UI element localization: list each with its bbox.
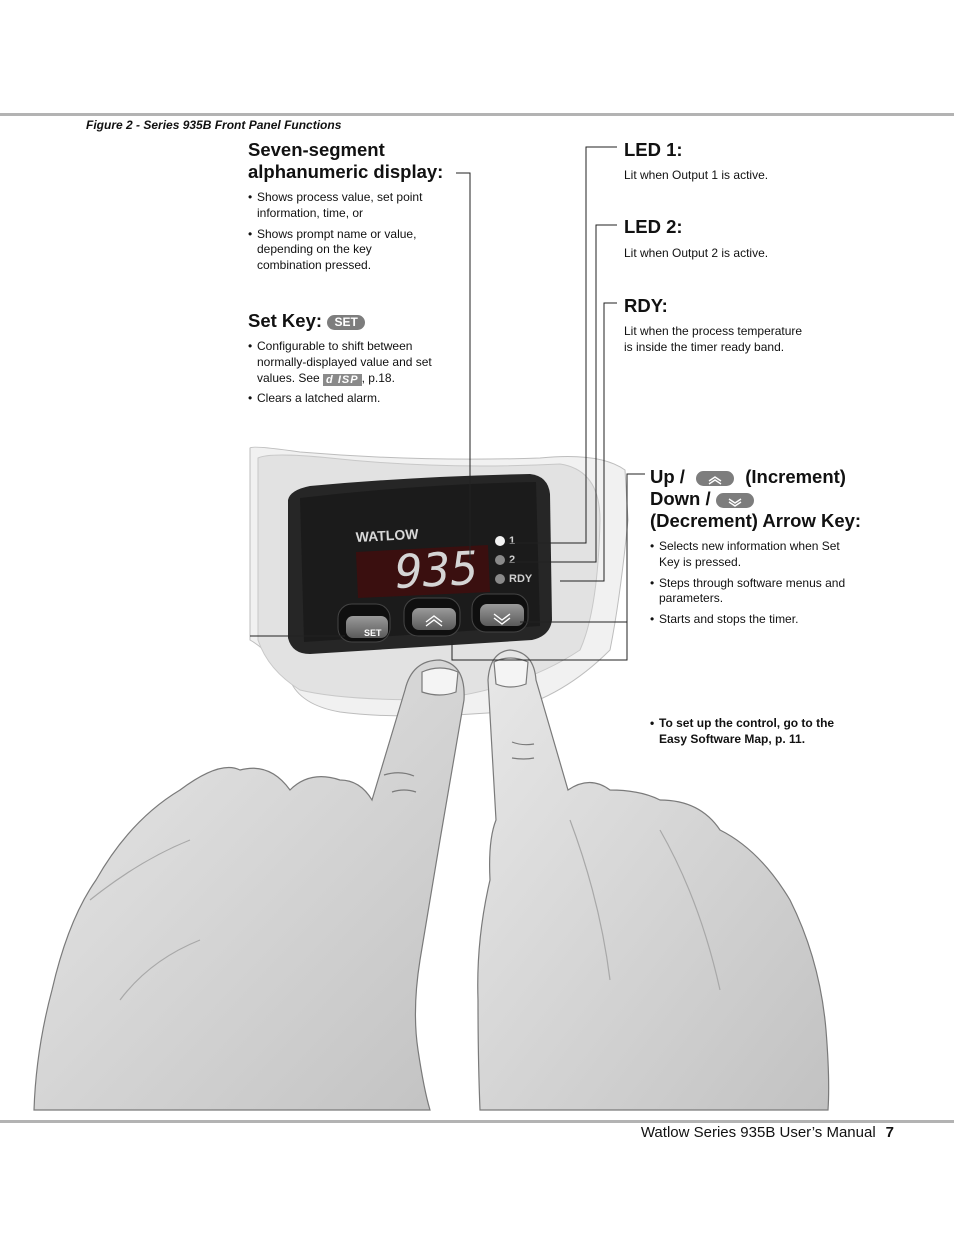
display-readout: 935 [394,541,480,599]
figure-caption: Figure 2 - Series 935B Front Panel Funct… [86,118,342,132]
set-button-label: SET [364,628,382,638]
set-button [346,616,388,638]
seven-segment-heading-line1: Seven-segment [248,139,385,160]
set-key-heading: Set Key: SET [248,310,366,332]
up-heading-text: Up / [650,466,685,487]
led2-label: 2 [509,554,515,566]
led1-heading: LED 1: [624,139,683,160]
leader-rdy [560,302,617,582]
leader-led1 [505,146,617,544]
arrow-keys-heading-line1: Up / (Increment) [650,466,861,488]
leader-seven-segment [456,172,471,560]
rdy-description-line1: Lit when the process temperature [624,324,803,338]
right-hand [477,649,830,1111]
rdy-indicator [495,574,505,584]
setup-note-text: To set up the control, go to the Easy So… [650,716,855,748]
list-item: Clears a latched alarm. [248,391,440,407]
list-item: Shows process value, set point informati… [248,190,428,222]
disp-prompt-icon: d ISP [323,373,362,386]
leader-led2 [505,224,617,563]
page-number: 7 [885,1124,894,1141]
list-item: Selects new information when Set Key is … [650,539,860,571]
increment-heading-text: (Increment) [745,466,846,487]
arrow-keys-bullets: Selects new information when Set Key is … [650,539,860,633]
arrow-keys-heading-line3: (Decrement) Arrow Key: [650,510,862,531]
seven-segment-heading: Seven-segment alphanumeric display: [248,139,443,183]
list-item: Starts and stops the timer. [650,612,860,628]
manual-title: Watlow Series 935B User’s Manual [640,1124,876,1141]
list-item: Shows prompt name or value, depending on… [248,227,428,274]
set-key-icon-label: SET [334,314,358,329]
led1-label: 1 [509,535,515,547]
controller-device: WATLOW 935 1 2 RDY SET [288,474,552,654]
seven-segment-bullets: Shows process value, set point informati… [248,190,428,279]
led2-indicator [495,555,505,565]
rdy-description: Lit when the process temperature is insi… [624,324,802,355]
top-rule [0,113,954,116]
seven-segment-heading-line2: alphanumeric display: [248,161,444,182]
down-button [480,604,524,626]
list-item: Configurable to shift between normally-d… [248,339,440,386]
list-item: Steps through software menus and paramet… [650,576,860,608]
callout-lines [250,146,645,661]
page-footer: Watlow Series 935B User’s Manual 7 [641,1124,894,1141]
rdy-description-line2: is inside the timer ready band. [624,339,785,354]
set-key-bullet1-pre: Configurable to shift between normally-d… [257,339,432,385]
display-window [356,545,490,598]
set-key-icon: SET [327,314,366,330]
set-key-bullet1-post: , p.18. [361,370,395,385]
setup-note: To set up the control, go to the Easy So… [650,716,855,753]
up-button-arrow [425,615,443,627]
led2-description: Lit when Output 2 is active. [624,246,769,260]
leader-arrow-keys [451,473,645,661]
up-button [412,608,456,630]
set-key-bullets: Configurable to shift between normally-d… [248,339,440,412]
bottom-rule [0,1120,954,1123]
set-key-heading-text: Set Key: [248,310,323,331]
led1-description: Lit when Output 1 is active. [624,168,769,182]
arrow-keys-heading-line2: Down / [650,488,861,510]
rdy-heading: RDY: [624,295,668,316]
hands-illustration [33,649,830,1111]
arrow-keys-heading: Up / (Increment) Down / (Decrement) Arro… [650,466,861,532]
led2-heading: LED 2: [624,216,683,237]
led1-indicator [495,536,505,546]
down-arrow-key-icon [715,492,754,508]
down-heading-text: Down / [650,488,711,509]
down-button-arrow [493,613,511,625]
left-hand [33,659,465,1111]
device-brand: WATLOW [355,526,419,545]
up-arrow-key-icon [696,470,735,486]
rdy-label: RDY [509,573,533,585]
